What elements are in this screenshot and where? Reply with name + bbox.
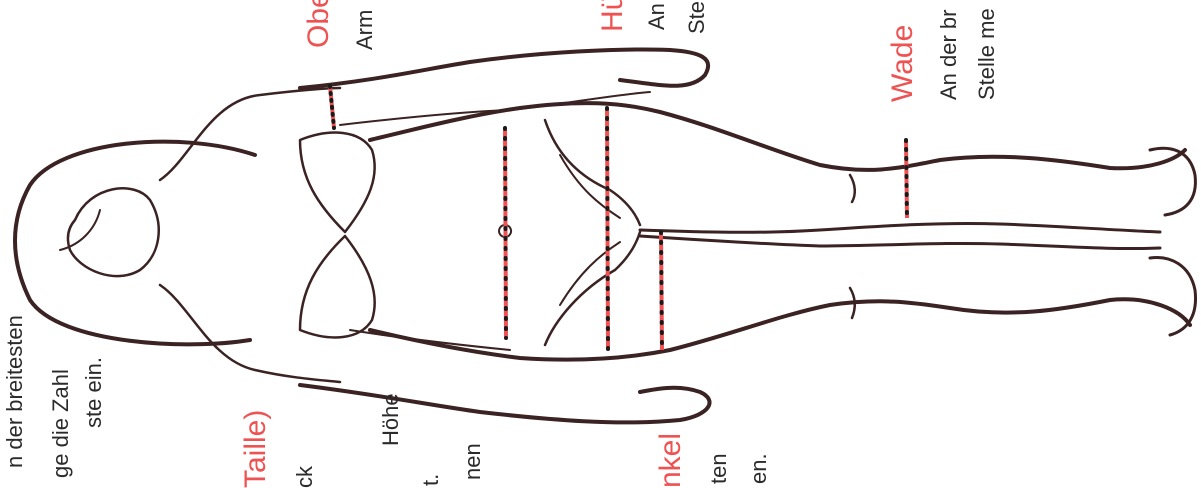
schenkel-line-2: en. bbox=[748, 453, 770, 484]
measure-schenkel bbox=[661, 232, 662, 350]
taille-line-3: t. bbox=[420, 474, 442, 486]
partial-top-line-3: ste ein. bbox=[83, 357, 105, 428]
torso-top-outline bbox=[370, 103, 1185, 170]
face-outline bbox=[68, 188, 159, 276]
measure-wade bbox=[906, 140, 907, 218]
wade-title: Wade bbox=[888, 25, 918, 102]
leg-divide-top bbox=[640, 223, 1160, 232]
leg-divide-bottom bbox=[640, 236, 1160, 249]
arm-top-inner bbox=[340, 92, 650, 125]
taille-line-2: Höhe bbox=[380, 393, 402, 446]
bikini-detail bbox=[560, 155, 620, 305]
shoulder-top bbox=[160, 88, 340, 180]
face-detail bbox=[60, 210, 100, 250]
bust-upper bbox=[300, 133, 375, 232]
oberarm-line-1: Arm bbox=[354, 10, 376, 50]
bikini-bottom-line bbox=[545, 232, 640, 345]
foot-lower bbox=[1150, 257, 1196, 335]
arm-top bbox=[300, 50, 708, 89]
oberarm-title: Obe bbox=[304, 0, 334, 48]
schenkel-title: nkel bbox=[656, 433, 686, 488]
wade-line-2: Stelle me bbox=[976, 8, 998, 100]
huefte-line-1: An bbox=[646, 3, 668, 30]
measure-oberarm bbox=[330, 86, 334, 128]
taille-line-4: nen bbox=[462, 443, 484, 480]
partial-top-line-2: ge die Zahl bbox=[50, 369, 72, 478]
torso-bottom-outline bbox=[370, 299, 1190, 359]
taille-line-1: ck bbox=[294, 466, 316, 488]
bust-lower bbox=[300, 236, 375, 337]
hair-outline bbox=[15, 142, 255, 345]
huefte-title: Hü bbox=[598, 0, 628, 32]
bikini-top-line bbox=[545, 120, 640, 225]
measure-taille bbox=[505, 128, 506, 338]
knee-upper bbox=[850, 175, 855, 202]
measure-huefte bbox=[607, 108, 608, 350]
huefte-line-2: Ste bbox=[686, 1, 708, 34]
arm-bottom bbox=[300, 385, 710, 422]
taille-title: Taille) bbox=[241, 410, 271, 488]
schenkel-line-1: ten bbox=[708, 453, 730, 484]
partial-top-line-1: n der breitesten bbox=[4, 315, 26, 468]
wade-line-1: An der br bbox=[938, 10, 960, 101]
